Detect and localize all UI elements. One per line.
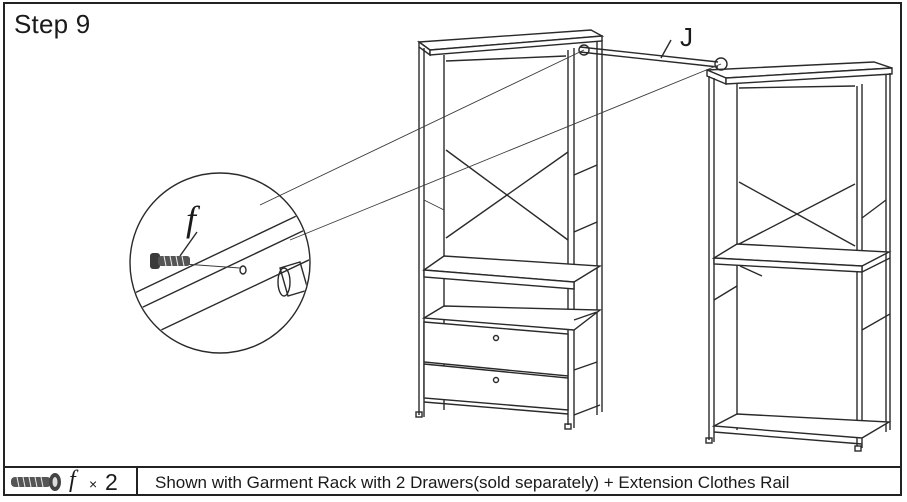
extension-rail-j [578, 39, 728, 71]
extension-clothes-rail-rack [705, 61, 893, 452]
garment-rack-with-drawers [415, 29, 605, 430]
step-frame [3, 2, 902, 496]
footer-divider [136, 468, 138, 496]
parts-footer: f × 2 Shown with Garment Rack with 2 Dra… [3, 466, 902, 496]
screw-icon [150, 253, 190, 269]
footer-caption: Shown with Garment Rack with 2 Drawers(s… [155, 473, 790, 492]
part-quantity: 2 [105, 469, 118, 495]
callout-label-f: f [186, 199, 197, 239]
step-title: Step 9 [14, 9, 91, 39]
callout-label-j: J [680, 22, 693, 52]
part-letter: f [69, 467, 76, 493]
screw-icon [11, 473, 61, 491]
zoom-guide-line [259, 49, 585, 206]
part-times-sign: × [89, 476, 98, 492]
detail-magnifier [129, 172, 311, 354]
zoom-guide-line [289, 63, 722, 241]
assembly-diagram [129, 29, 893, 452]
